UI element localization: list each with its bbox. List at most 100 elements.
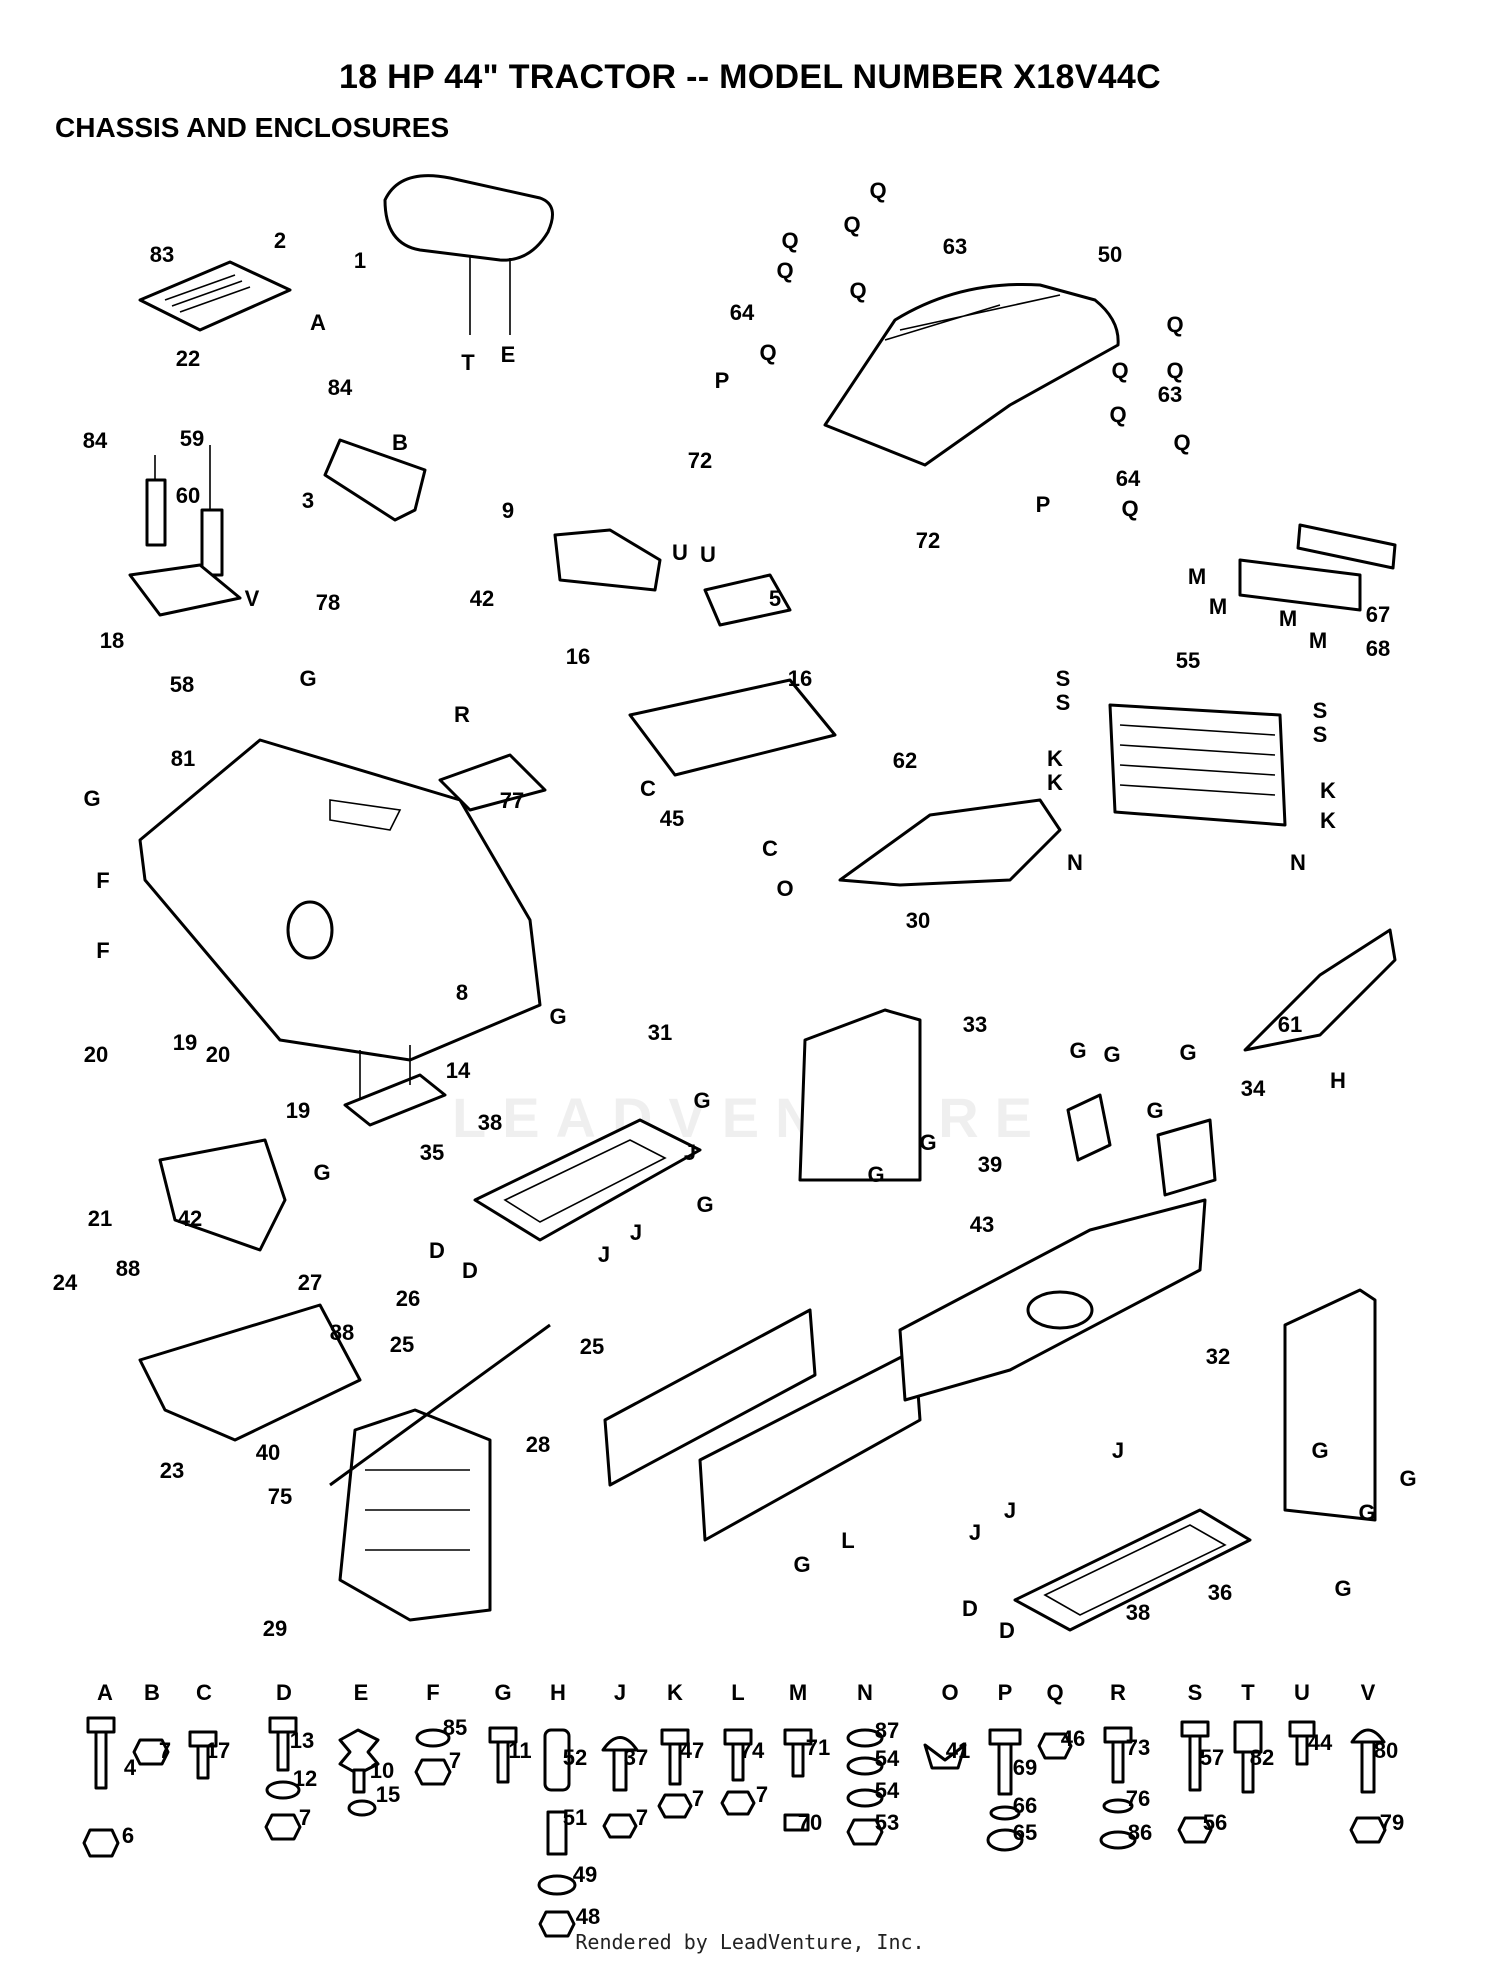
bracket-34	[1156, 1118, 1217, 1197]
hardware-part-41: 41	[946, 1738, 970, 1763]
part-drawings	[128, 174, 1397, 1632]
part-callout-q: Q	[1173, 430, 1190, 455]
carriage-bolt-icon-v	[1349, 1728, 1387, 1844]
carriage-bolt-icon-j	[601, 1736, 639, 1839]
part-callout-2: 2	[274, 228, 286, 253]
part-callout-q: Q	[1109, 402, 1126, 427]
hardware-part-86: 86	[1128, 1820, 1152, 1845]
part-callout-32: 32	[1206, 1344, 1230, 1369]
part-callout-16: 16	[788, 666, 812, 691]
wing-nut-icon-o	[923, 1743, 967, 1770]
hardware-part-7: 7	[636, 1805, 648, 1830]
part-callout-43: 43	[970, 1212, 994, 1237]
footrest-right	[1013, 1508, 1252, 1632]
hardware-part-6: 6	[122, 1823, 134, 1848]
part-callout-19: 19	[286, 1098, 310, 1123]
part-callout-16: 16	[566, 644, 590, 669]
part-callout-5: 5	[769, 586, 781, 611]
part-callout-m: M	[1188, 564, 1206, 589]
part-callout-20: 20	[84, 1042, 108, 1067]
part-callout-68: 68	[1366, 636, 1390, 661]
part-callout-25: 25	[580, 1334, 604, 1359]
part-callout-72: 72	[688, 448, 712, 473]
bolt-icon-d	[264, 1716, 302, 1841]
part-callout-8: 8	[456, 980, 468, 1005]
part-callout-f: F	[96, 868, 109, 893]
bolt-icon-a	[82, 1716, 120, 1858]
part-callout-o: O	[776, 876, 793, 901]
part-callout-84: 84	[83, 428, 108, 453]
part-callout-88: 88	[116, 1256, 140, 1281]
hardware-part-74: 74	[740, 1738, 765, 1763]
part-callout-27: 27	[298, 1270, 322, 1295]
part-callout-29: 29	[263, 1616, 287, 1641]
part-callout-k: K	[1047, 770, 1063, 795]
pin-icon-h	[537, 1728, 577, 1938]
part-callout-g: G	[1103, 1042, 1120, 1067]
hardware-part-66: 66	[1013, 1793, 1037, 1818]
hardware-part-65: 65	[1013, 1820, 1037, 1845]
part-callout-g: G	[1334, 1576, 1351, 1601]
hardware-part-7: 7	[449, 1748, 461, 1773]
hardware-part-49: 49	[573, 1862, 597, 1887]
hardware-legend: A46B7C17D13127E1015F857G11H52514948J377K…	[97, 1680, 1404, 1929]
hardware-part-57: 57	[1200, 1745, 1224, 1770]
part-callout-q: Q	[781, 228, 798, 253]
grille	[1108, 703, 1287, 827]
part-callout-d: D	[429, 1238, 445, 1263]
part-callout-25: 25	[390, 1332, 414, 1357]
hardware-part-73: 73	[1126, 1735, 1150, 1760]
part-callout-20: 20	[206, 1042, 230, 1067]
part-callout-31: 31	[648, 1020, 672, 1045]
seat-spring-bracket	[128, 563, 242, 617]
part-callout-j: J	[630, 1220, 642, 1245]
part-callout-55: 55	[1176, 648, 1200, 673]
part-callout-64: 64	[730, 300, 755, 325]
part-callout-b: B	[392, 430, 408, 455]
part-callout-19: 19	[173, 1030, 197, 1055]
part-callout-28: 28	[526, 1432, 550, 1457]
part-callout-g: G	[919, 1130, 936, 1155]
part-callout-k: K	[1320, 778, 1336, 803]
footrest-left	[473, 1118, 702, 1242]
hardware-part-82: 82	[1250, 1745, 1274, 1770]
part-callout-t: T	[461, 350, 475, 375]
hardware-part-51: 51	[563, 1805, 587, 1830]
part-callout-g: G	[867, 1162, 884, 1187]
hardware-part-11: 11	[508, 1738, 531, 1763]
hardware-code-o: O	[941, 1680, 958, 1705]
part-callout-63: 63	[1158, 382, 1182, 407]
part-callout-p: P	[715, 368, 730, 393]
hood-bracket-left	[553, 528, 662, 592]
part-callout-45: 45	[660, 806, 684, 831]
hardware-part-7: 7	[159, 1738, 171, 1763]
part-callout-m: M	[1209, 594, 1227, 619]
hardware-part-87: 87	[875, 1718, 899, 1743]
part-callout-62: 62	[893, 748, 917, 773]
part-callout-42: 42	[178, 1206, 202, 1231]
part-callout-m: M	[1279, 606, 1297, 631]
hardware-part-47: 47	[680, 1738, 704, 1763]
hardware-code-p: P	[998, 1680, 1013, 1705]
hardware-part-53: 53	[875, 1810, 899, 1835]
fender-deck	[138, 738, 542, 1062]
bolt-icon-t	[1233, 1720, 1263, 1794]
part-callout-v: V	[245, 586, 260, 611]
part-callout-34: 34	[1241, 1076, 1266, 1101]
part-callout-d: D	[999, 1618, 1015, 1643]
hardware-part-13: 13	[290, 1728, 314, 1753]
hardware-part-76: 76	[1126, 1786, 1150, 1811]
side-panel-right	[1243, 928, 1397, 1052]
part-callout-j: J	[684, 1140, 696, 1165]
hardware-part-7: 7	[299, 1805, 311, 1830]
seat-support	[438, 753, 547, 812]
hardware-code-d: D	[276, 1680, 292, 1705]
hardware-code-c: C	[196, 1680, 212, 1705]
part-callout-33: 33	[963, 1012, 987, 1037]
part-callout-77: 77	[500, 788, 524, 813]
part-callout-g: G	[693, 1088, 710, 1113]
bolt-icon-r	[1099, 1726, 1137, 1850]
part-callout-81: 81	[171, 746, 195, 771]
part-callout-q: Q	[1111, 358, 1128, 383]
